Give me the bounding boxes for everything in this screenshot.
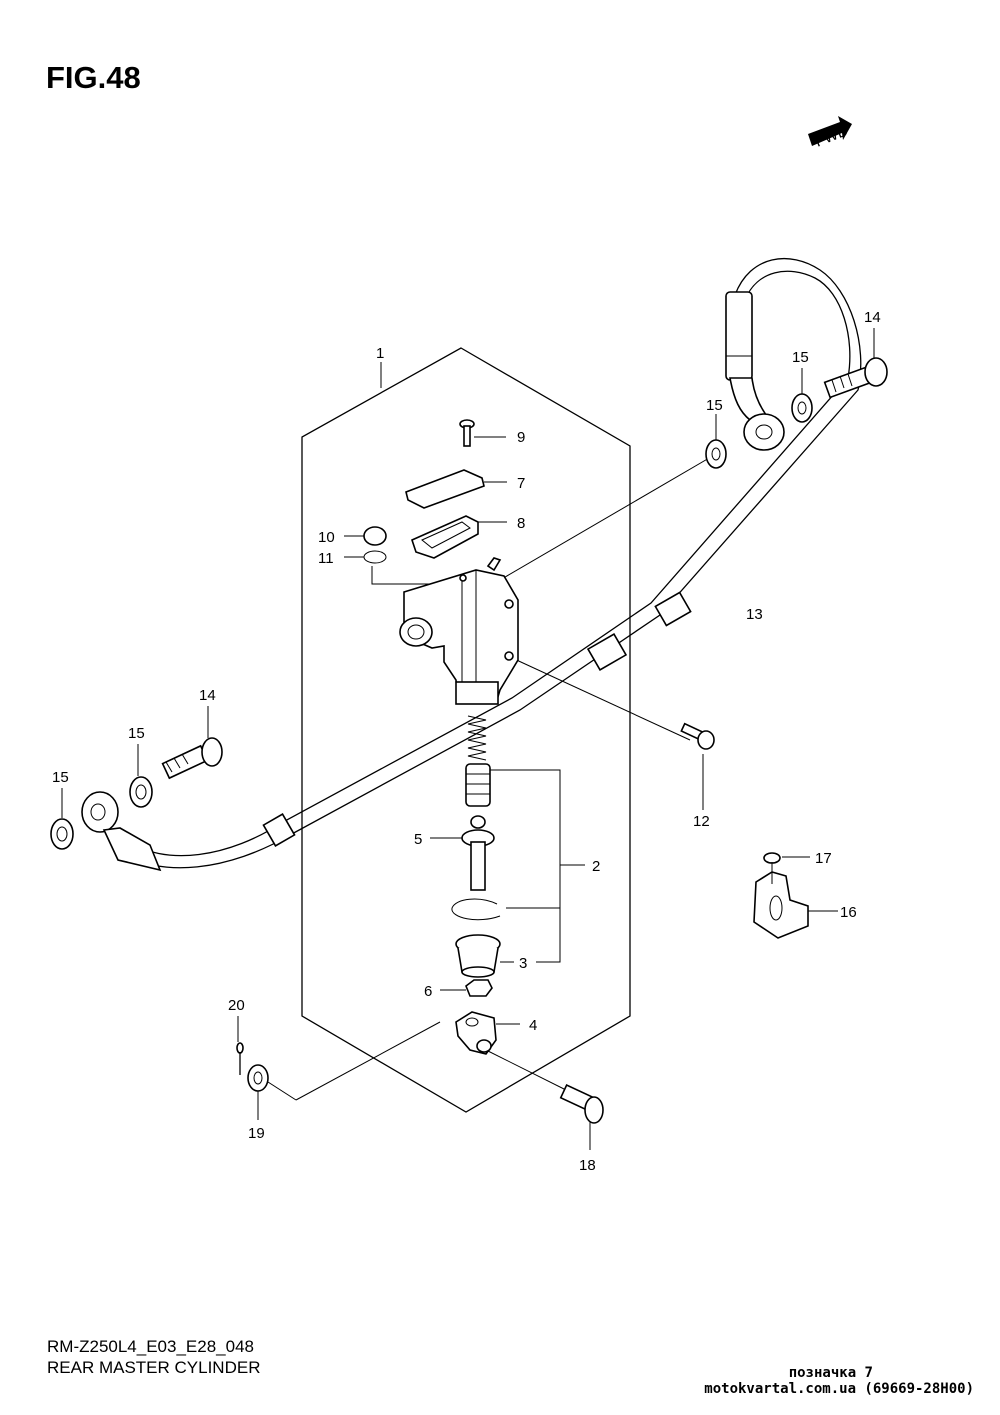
callout-15-right: 15 <box>792 349 809 366</box>
callout-10: 10 <box>318 529 335 546</box>
callout-19: 19 <box>248 1125 265 1142</box>
callout-15-upper: 15 <box>706 397 723 414</box>
callout-20: 20 <box>228 997 245 1014</box>
hose-clamp <box>753 871 838 939</box>
callout-5: 5 <box>414 831 422 848</box>
callout-13: 13 <box>746 606 763 623</box>
master-cylinder-body <box>399 557 519 705</box>
plug-cap <box>344 526 387 546</box>
union-bolt-left <box>161 706 223 780</box>
boot <box>455 934 514 978</box>
washer-far-left <box>50 788 74 850</box>
lock-nut <box>440 979 493 997</box>
washer-left <box>129 744 153 808</box>
callout-8: 8 <box>517 515 525 532</box>
piston-set <box>465 715 585 963</box>
catalog-mark: позначка 7 <box>788 1365 873 1381</box>
clamp-screw <box>763 852 810 884</box>
callout-14-left: 14 <box>199 687 216 704</box>
clevis-pin <box>559 1083 604 1150</box>
circlip <box>451 898 501 921</box>
callout-1: 1 <box>376 345 384 362</box>
callout-9: 9 <box>517 429 525 446</box>
washer-right <box>791 368 813 423</box>
reservoir-screw <box>459 419 506 447</box>
diagram-caption: REAR MASTER CYLINDER <box>47 1358 261 1377</box>
callout-18: 18 <box>579 1157 596 1174</box>
o-ring <box>344 550 387 564</box>
callout-15-left: 15 <box>128 725 145 742</box>
union-bolt-right <box>823 328 888 399</box>
push-rod <box>430 815 495 891</box>
fwd-label: FWD <box>813 122 851 151</box>
clevis <box>455 1011 520 1055</box>
callout-3: 3 <box>519 955 527 972</box>
callout-17: 17 <box>815 850 832 867</box>
diaphragm <box>411 515 507 559</box>
callout-16: 16 <box>840 904 857 921</box>
assembly-boundary <box>301 347 631 1113</box>
fwd-arrow-icon: FWD <box>808 116 852 151</box>
brake-hose <box>81 257 862 872</box>
callout-15-far-left: 15 <box>52 769 69 786</box>
pin-washer <box>247 1064 269 1120</box>
site-reference: motokvartal.com.ua (69669-28H00) <box>704 1381 974 1397</box>
callout-7: 7 <box>517 475 525 492</box>
mounting-bolt <box>680 722 715 810</box>
callout-11: 11 <box>318 550 334 567</box>
callout-14-right: 14 <box>864 309 881 326</box>
callout-6: 6 <box>424 983 432 1000</box>
washer-upper-right <box>705 414 727 469</box>
figure-title: FIG.48 <box>46 60 141 95</box>
callout-4: 4 <box>529 1017 537 1034</box>
callout-2: 2 <box>592 858 600 875</box>
reservoir-cap <box>405 469 507 509</box>
diagram-code: RM-Z250L4_E03_E28_048 <box>47 1337 254 1356</box>
leader-lines <box>267 453 717 1101</box>
callout-labels: 1 2 3 4 5 6 7 8 9 10 11 12 13 14 14 15 1… <box>52 309 881 1174</box>
cotter-pin <box>236 1016 244 1075</box>
callout-12: 12 <box>693 813 710 830</box>
